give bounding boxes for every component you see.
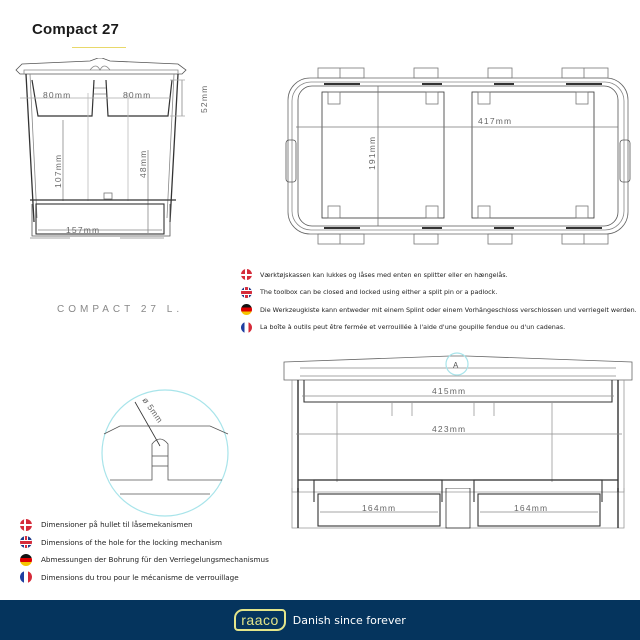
legend-item-fr: La boîte à outils peut être fermée et ve…	[241, 319, 637, 337]
hole-legend: Dimensioner på hullet til låsemekanismen…	[20, 516, 269, 586]
svg-text:157mm: 157mm	[66, 225, 100, 235]
page-title: Compact 27	[32, 21, 120, 38]
raaco-logo: raaco	[234, 609, 286, 631]
title-underline	[72, 47, 126, 48]
svg-text:415mm: 415mm	[432, 386, 466, 396]
svg-text:423mm: 423mm	[432, 424, 466, 434]
svg-text:107mm: 107mm	[53, 154, 63, 188]
side-view-drawing: 80mm 80mm 157mm 52mm 107mm 48mm	[15, 58, 209, 239]
top-view-drawing: 417mm 191mm	[285, 67, 631, 245]
fr-flag-icon	[20, 571, 32, 584]
legend-item-gb: Dimensions of the hole for the locking m…	[20, 534, 269, 552]
gb-flag-icon	[20, 536, 32, 549]
front-view-drawing: A 415mm 423mm	[283, 352, 633, 502]
legend-item-de: Abmessungen der Bohrung für den Verriege…	[20, 551, 269, 569]
legend-item-fr: Dimensions du trou pour le mécanisme de …	[20, 569, 269, 587]
svg-text:80mm: 80mm	[43, 90, 71, 100]
de-flag-icon	[20, 553, 32, 566]
legend-item-de: Die Werkzeugkiste kann entweder mit eine…	[241, 301, 637, 319]
svg-text:ø 5mm: ø 5mm	[140, 395, 165, 424]
footer-tagline: Danish since forever	[292, 613, 406, 627]
locking-legend: Værktøjskassen kan lukkes og låses med e…	[241, 266, 637, 336]
legend-item-gb: The toolbox can be closed and locked usi…	[241, 284, 637, 302]
svg-text:A: A	[453, 361, 459, 370]
footer-bar: raaco Danish since forever	[0, 600, 640, 640]
svg-text:417mm: 417mm	[478, 116, 512, 126]
drawer-right-width: 164mm	[514, 503, 549, 513]
svg-text:52mm: 52mm	[199, 85, 209, 113]
legend-item-dk: Værktøjskassen kan lukkes og låses med e…	[241, 266, 637, 284]
svg-text:48mm: 48mm	[138, 150, 148, 178]
drawer-left-width: 164mm	[362, 503, 397, 513]
svg-text:80mm: 80mm	[123, 90, 151, 100]
model-label: COMPACT 27 L.	[57, 304, 184, 315]
gb-flag-icon	[241, 286, 252, 298]
de-flag-icon	[241, 304, 252, 316]
dk-flag-icon	[241, 269, 252, 281]
svg-text:191mm: 191mm	[367, 136, 377, 170]
front-view-drawers	[291, 488, 625, 529]
legend-item-dk: Dimensioner på hullet til låsemekanismen	[20, 516, 269, 534]
dk-flag-icon	[20, 518, 32, 531]
fr-flag-icon	[241, 321, 252, 333]
hole-detail-drawing: ø 5mm	[101, 389, 229, 517]
